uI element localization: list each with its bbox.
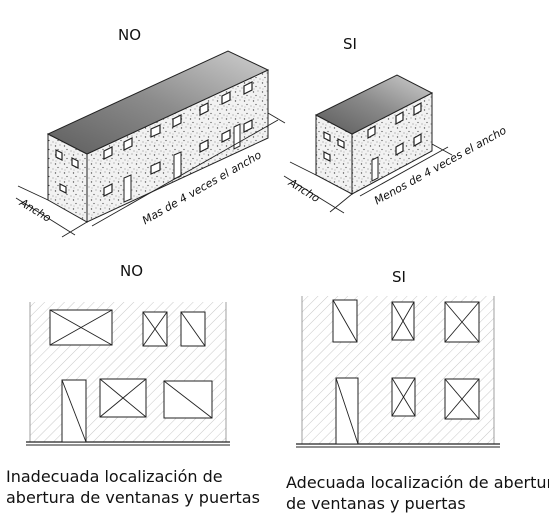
caption-right-line-2: de ventanas y puertas: [286, 494, 466, 513]
wall-elevation-inadequate: [26, 302, 230, 446]
caption-right: Adecuada localización de abertura de ven…: [286, 472, 549, 514]
long-building-windows: [103, 81, 253, 197]
compact-building-roof: [314, 74, 434, 135]
top-right-heading: SI: [343, 35, 357, 53]
long-building-roof: [46, 50, 270, 155]
long-building: [15, 50, 286, 238]
top-left-heading: NO: [118, 26, 142, 44]
caption-left-line-1: Inadecuada localización de: [6, 467, 223, 486]
compact-building: [283, 74, 453, 214]
bottom-left-heading: NO: [120, 262, 144, 280]
wall-elevation-adequate: [296, 296, 500, 448]
caption-left-line-2: abertura de ventanas y puertas: [6, 488, 260, 507]
long-building-dimensions: [15, 112, 286, 238]
bottom-right-heading: SI: [392, 268, 406, 286]
caption-right-line-1: Adecuada localización de abertura: [286, 473, 549, 492]
long-building-doors: [123, 123, 241, 203]
caption-left: Inadecuada localización de abertura de v…: [6, 466, 260, 508]
